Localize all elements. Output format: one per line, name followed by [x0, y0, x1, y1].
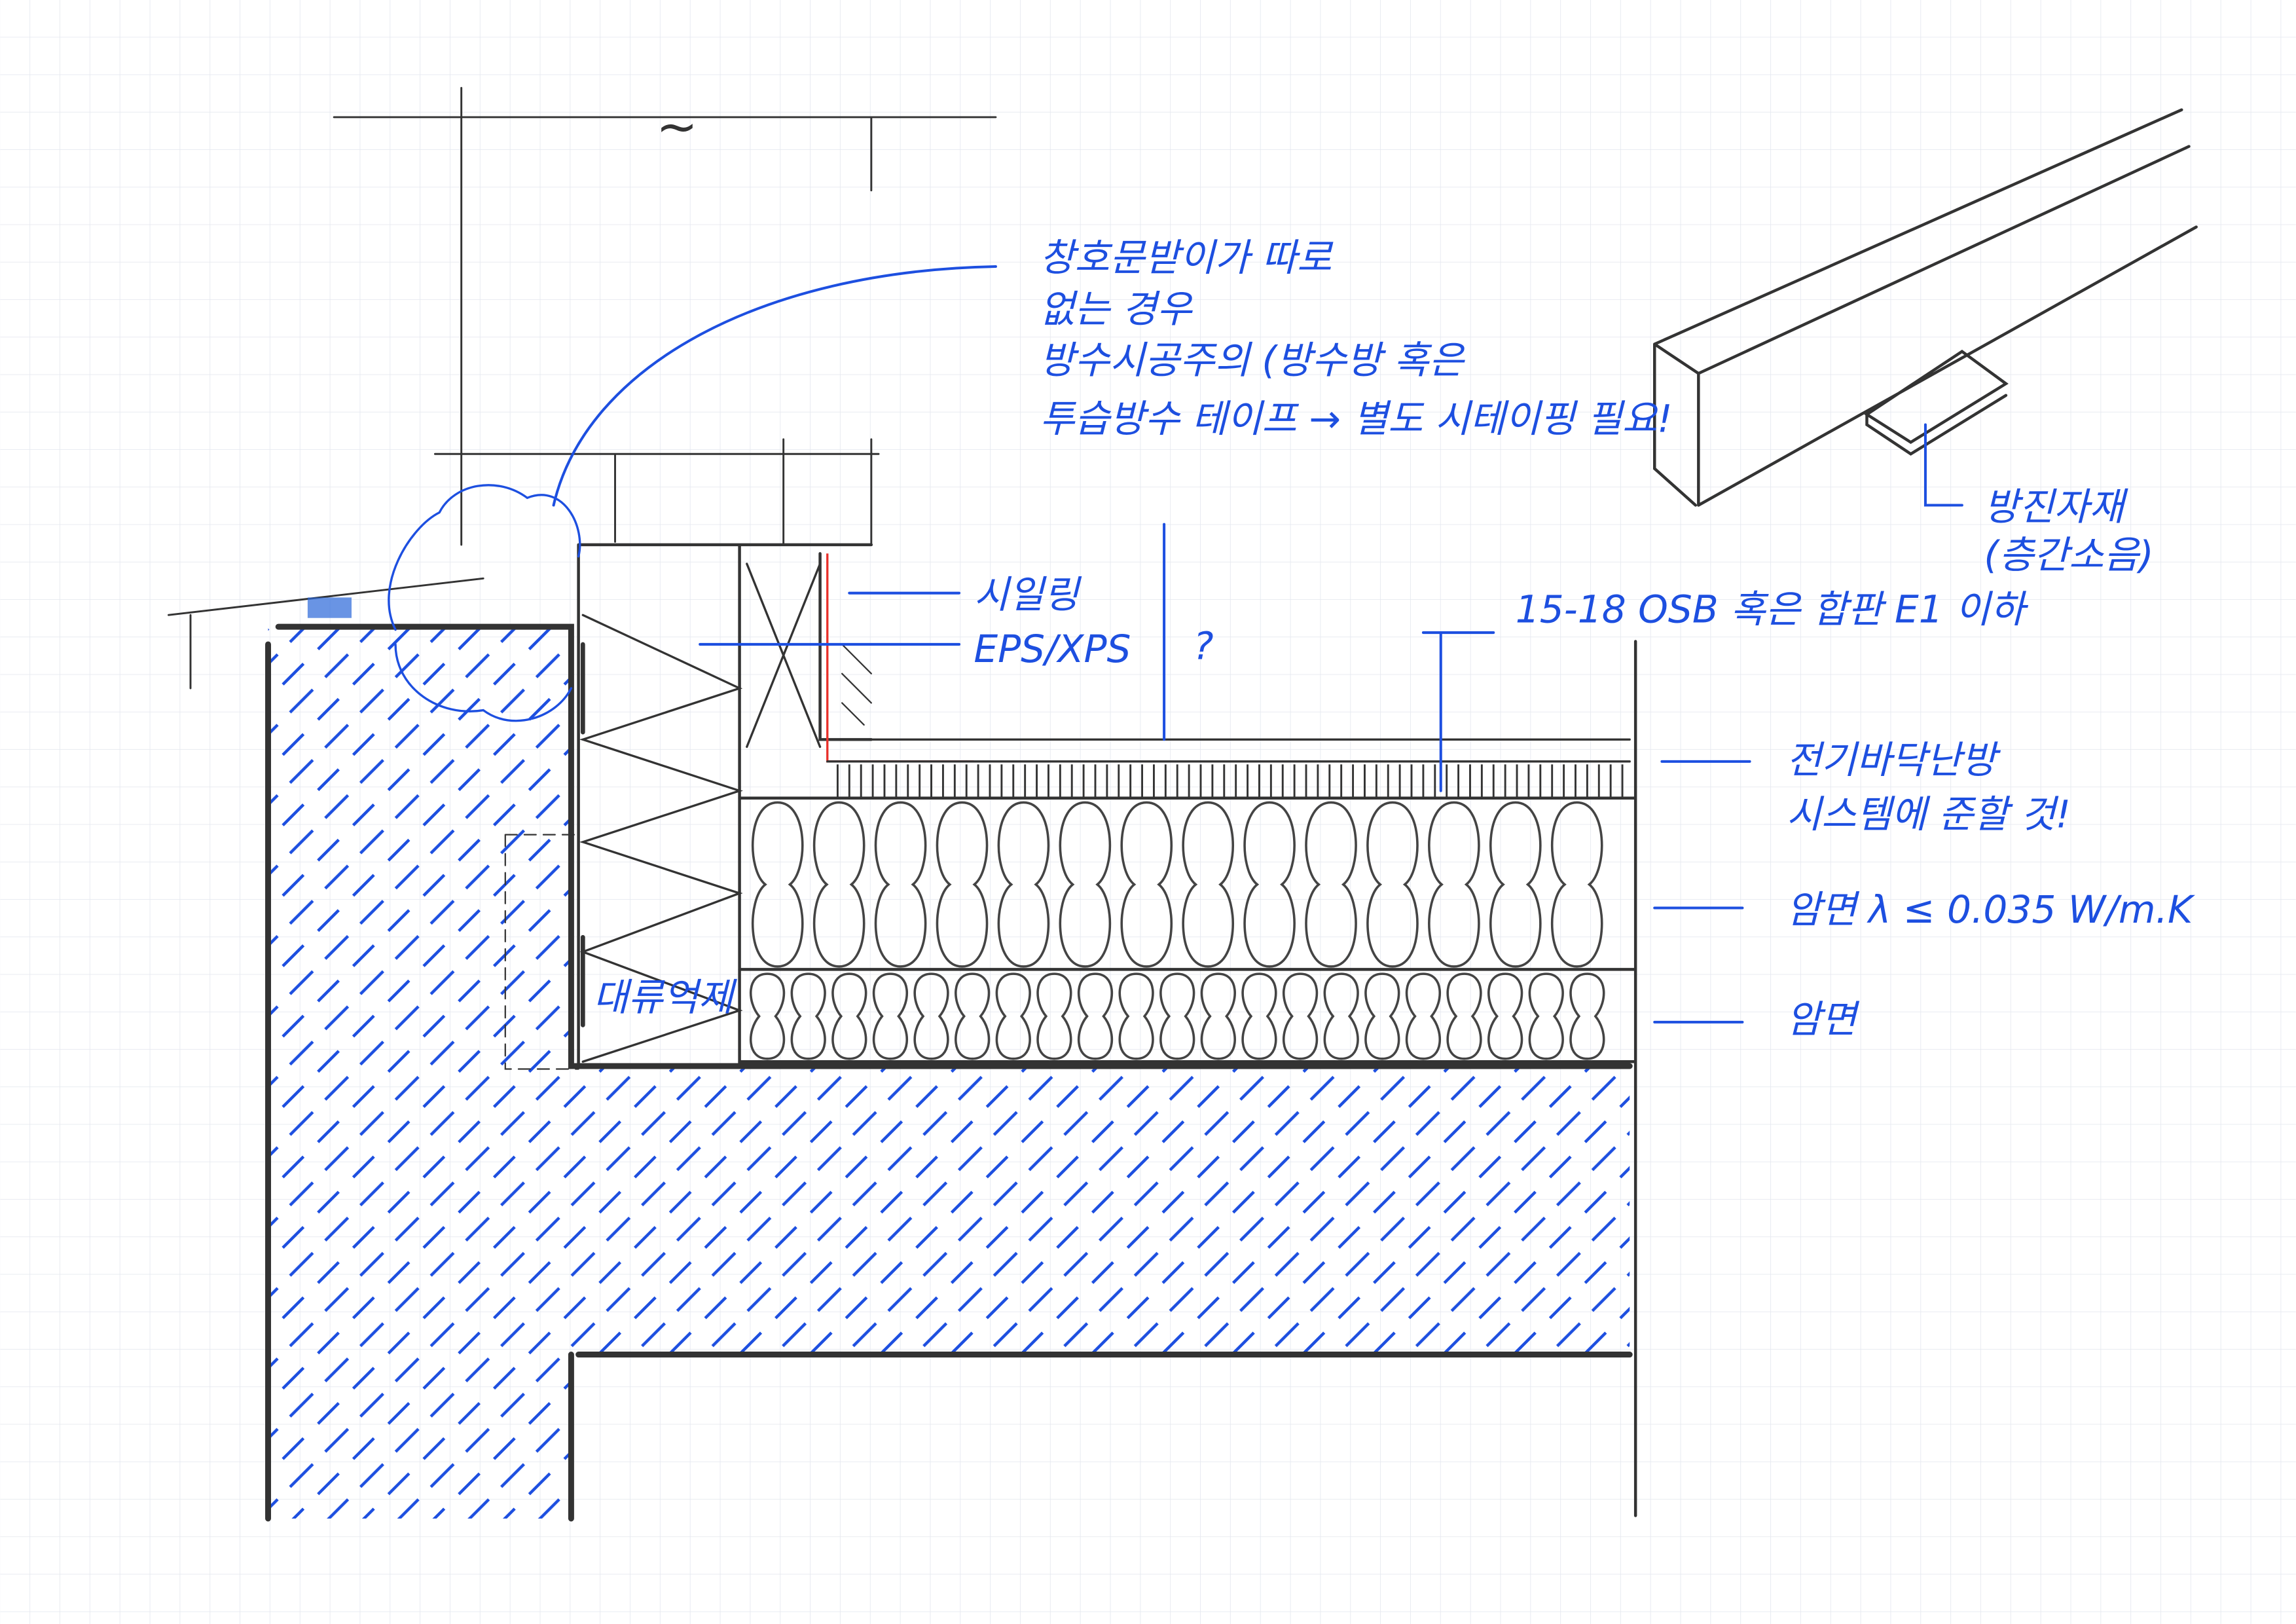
insulation-blob [936, 801, 989, 968]
beam-perspective-sketch [1653, 108, 2198, 507]
anti-vibration-label: 방진자재 [1984, 485, 2128, 529]
leader-lines [699, 423, 1963, 1024]
insulation-blob [1428, 801, 1480, 968]
insulation-blob [1077, 972, 1114, 1060]
cloud-callout [388, 484, 581, 722]
insulation-blob [1241, 972, 1277, 1060]
floor-heating-label: 전기바닥난방 [1787, 738, 2001, 783]
insulation-blob [1446, 972, 1482, 1060]
rockwool-upper-label: 암면 λ ≤ 0.035 W/m.K [1787, 887, 2196, 932]
convection-stop-label: 대류억제 [593, 975, 737, 1020]
insulation-blob [1036, 972, 1072, 1060]
floor-layers [738, 640, 1637, 1517]
svg-text:창호문받이가 따로: 창호문받이가 따로 [1040, 236, 1334, 280]
insulation-blob [1489, 801, 1542, 968]
eps-xps-label: EPS/XPS [974, 627, 1131, 671]
insulation-blob [1305, 801, 1357, 968]
insulation-blob [790, 972, 826, 1060]
insulation-blob [955, 972, 991, 1060]
question-mark: ? [1194, 623, 1214, 668]
insulation-blob [1366, 801, 1419, 968]
insulation-blob [1059, 801, 1112, 968]
insulation-blob [1364, 972, 1400, 1060]
insulation-blob [913, 972, 949, 1060]
insulation-blob [1243, 801, 1296, 968]
insulation-blob [1550, 801, 1603, 968]
dimension-lines: ~ [167, 86, 997, 690]
insulation-blob [831, 972, 867, 1060]
insulation-blob [1323, 972, 1359, 1060]
insulation-blob [812, 801, 866, 968]
concrete-structure [265, 623, 1633, 1522]
insulation-blob [1405, 972, 1442, 1060]
svg-text:투습방수 테이프 → 별도 시테이핑 필요!: 투습방수 테이프 → 별도 시테이핑 필요! [1040, 397, 1673, 441]
insulation-blob [874, 801, 927, 968]
anti-vibration-label-2: (층간소음) [1984, 533, 2153, 578]
insulation-blob [1159, 972, 1195, 1060]
svg-text:방수시공주의 (방수방 혹은: 방수시공주의 (방수방 혹은 [1040, 338, 1465, 382]
insulation-blob [751, 801, 804, 968]
osb-label: 15-18 OSB 혹은 합판 E1 이하 [1516, 587, 2029, 631]
insulation-blob [872, 972, 909, 1060]
insulation-blob [1282, 972, 1319, 1060]
floor-heating-label-2: 시스템에 준할 것! [1787, 792, 2071, 836]
svg-text:없는 경우: 없는 경우 [1040, 287, 1194, 331]
leader-curve [552, 265, 997, 507]
rockwool-lower-label: 암면 [1787, 997, 1860, 1042]
insulation-blob [749, 972, 786, 1060]
insulation-blob [1528, 972, 1564, 1060]
insulation-blob [1120, 801, 1173, 968]
insulation-blob [1118, 972, 1154, 1060]
window-note: 창호문받이가 따로 없는 경우 방수시공주의 (방수방 혹은 투습방수 테이프 … [1040, 236, 1673, 441]
insulation-blob [997, 801, 1050, 968]
insulation-blob [1200, 972, 1236, 1060]
insulation-blob [995, 972, 1031, 1060]
insulation-blob [1487, 972, 1523, 1060]
insulation-blob [1569, 972, 1605, 1060]
sealing-label: 시일링 [974, 572, 1082, 617]
break-symbol: ~ [656, 97, 698, 155]
insulation-blob [1182, 801, 1234, 968]
